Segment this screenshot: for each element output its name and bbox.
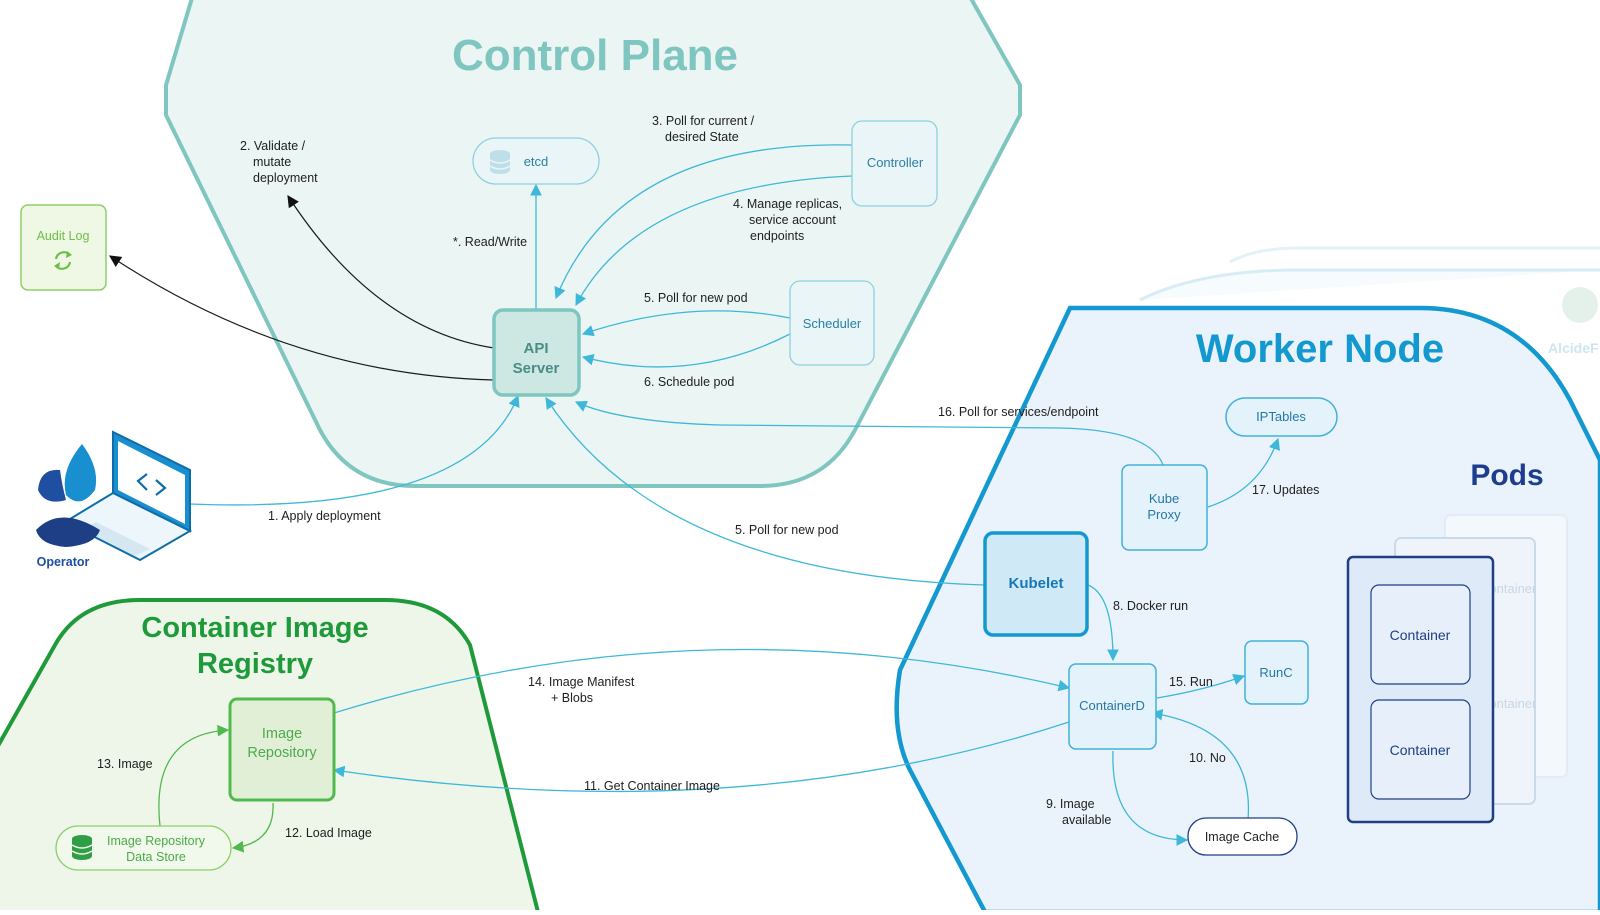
controller-node[interactable]: Controller bbox=[851, 120, 938, 207]
label-validate-3: deployment bbox=[253, 171, 318, 185]
runc-node[interactable]: RunC bbox=[1244, 640, 1309, 705]
audit-log-node[interactable]: Audit Log bbox=[20, 204, 107, 291]
label-image-available-2: available bbox=[1062, 813, 1111, 827]
arrow-audit-log bbox=[108, 255, 495, 381]
label-image: 13. Image bbox=[97, 757, 153, 771]
containerd-label: ContainerD bbox=[1079, 698, 1145, 713]
label-validate-1: 2. Validate / bbox=[240, 139, 306, 153]
label-poll-services: 16. Poll for services/endpoint bbox=[938, 405, 1099, 419]
watermark: AlcideF bbox=[1548, 340, 1599, 356]
label-manifest-2: + Blobs bbox=[551, 691, 593, 705]
arrow-docker-run bbox=[1087, 584, 1119, 662]
container-1[interactable]: Container bbox=[1370, 584, 1471, 685]
arrow-manage-replicas bbox=[575, 175, 853, 307]
arrow-get-container-image bbox=[332, 721, 1070, 793]
registry-title-line1: Container Image bbox=[141, 612, 368, 644]
label-image-available-1: 9. Image bbox=[1046, 797, 1095, 811]
label-apply-deployment: 1. Apply deployment bbox=[268, 509, 381, 523]
audit-log-label: Audit Log bbox=[37, 229, 90, 243]
arrow-image bbox=[158, 724, 230, 827]
label-kubelet-poll: 5. Poll for new pod bbox=[735, 523, 839, 537]
container-1-label: Container bbox=[1390, 627, 1451, 643]
pod-node[interactable]: Container Container bbox=[1346, 555, 1495, 824]
kubelet-node[interactable]: Kubelet bbox=[983, 531, 1089, 637]
runc-label: RunC bbox=[1259, 665, 1292, 680]
label-read-write: *. Read/Write bbox=[453, 235, 527, 249]
label-docker-run: 8. Docker run bbox=[1113, 599, 1188, 613]
arrow-load-image bbox=[231, 802, 274, 853]
image-repository-store-node[interactable]: Image Repository Data Store bbox=[55, 825, 232, 871]
arrow-validate bbox=[287, 194, 495, 349]
code-icon bbox=[136, 473, 167, 496]
kube-proxy-node[interactable]: Kube Proxy bbox=[1121, 464, 1208, 551]
label-poll-state-1: 3. Poll for current / bbox=[652, 114, 755, 128]
image-repository-node[interactable]: Image Repository bbox=[228, 697, 336, 802]
arrow-poll-state bbox=[554, 144, 853, 300]
container-2[interactable]: Container bbox=[1370, 699, 1471, 800]
label-no: 10. No bbox=[1189, 751, 1226, 765]
refresh-icon bbox=[54, 251, 72, 270]
operator-avatar-icon bbox=[36, 444, 100, 547]
label-manifest-1: 14. Image Manifest bbox=[528, 675, 635, 689]
worker-node-ghost-2 bbox=[1229, 246, 1600, 264]
arrow-image-available bbox=[1112, 750, 1189, 846]
arrow-image-manifest bbox=[333, 648, 1071, 714]
worker-node-title: Worker Node bbox=[1196, 327, 1444, 371]
label-manage-1: 4. Manage replicas, bbox=[733, 197, 842, 211]
arrow-run bbox=[1156, 674, 1246, 699]
ghost-container-label-2: Container bbox=[1480, 696, 1537, 711]
operator-label: Operator bbox=[37, 555, 90, 569]
label-manage-2: service account bbox=[749, 213, 836, 227]
kube-proxy-label-line1: Kube bbox=[1149, 491, 1179, 506]
arrow-kubelet-poll bbox=[545, 397, 985, 586]
label-scheduler-poll: 5. Poll for new pod bbox=[644, 291, 748, 305]
scheduler-label: Scheduler bbox=[803, 316, 862, 331]
registry-title-line2: Registry bbox=[197, 648, 313, 680]
ghost-container-label-1: Container bbox=[1480, 581, 1537, 596]
label-poll-state-2: desired State bbox=[665, 130, 739, 144]
label-manage-3: endpoints bbox=[750, 229, 804, 243]
label-schedule-pod: 6. Schedule pod bbox=[644, 375, 734, 389]
operator-figure[interactable]: Operator bbox=[36, 430, 193, 569]
worker-node-ghost-1 bbox=[1139, 268, 1600, 302]
image-repository-label-line2: Repository bbox=[247, 745, 317, 761]
pods-stack: Container Container Container Container bbox=[1346, 514, 1568, 824]
image-cache-label: Image Cache bbox=[1205, 830, 1279, 844]
label-updates: 17. Updates bbox=[1252, 483, 1319, 497]
arrow-kube-proxy-poll bbox=[574, 401, 1164, 466]
api-server-label-line2: Server bbox=[513, 360, 560, 377]
watermark-logo bbox=[1562, 287, 1598, 323]
arrow-apply-deployment bbox=[189, 394, 520, 506]
api-server-node[interactable]: API Server bbox=[492, 308, 581, 397]
image-store-label-line1: Image Repository bbox=[107, 834, 206, 848]
arrow-schedule-pod bbox=[581, 333, 791, 368]
container-2-label: Container bbox=[1390, 742, 1451, 758]
control-plane-title: Control Plane bbox=[452, 31, 738, 80]
etcd-label: etcd bbox=[524, 154, 549, 169]
iptables-node[interactable]: IPTables bbox=[1225, 397, 1338, 437]
iptables-label: IPTables bbox=[1256, 409, 1306, 424]
scheduler-node[interactable]: Scheduler bbox=[789, 280, 875, 366]
arrow-no bbox=[1150, 708, 1250, 821]
label-run: 15. Run bbox=[1169, 675, 1213, 689]
kube-proxy-label-line2: Proxy bbox=[1147, 507, 1181, 522]
image-repository-label-line1: Image bbox=[262, 726, 302, 742]
image-store-label-line2: Data Store bbox=[126, 850, 186, 864]
label-load-image: 12. Load Image bbox=[285, 826, 372, 840]
label-validate-2: mutate bbox=[253, 155, 291, 169]
arrow-updates bbox=[1207, 437, 1281, 508]
database-icon bbox=[71, 835, 93, 860]
etcd-node[interactable]: etcd bbox=[472, 137, 600, 185]
kubelet-label: Kubelet bbox=[1008, 575, 1063, 592]
label-get-container-image: 11. Get Container Image bbox=[584, 779, 720, 793]
pods-title: Pods bbox=[1470, 459, 1543, 492]
containerd-node[interactable]: ContainerD bbox=[1068, 663, 1157, 750]
arrow-scheduler-poll bbox=[581, 310, 791, 337]
controller-label: Controller bbox=[867, 155, 924, 170]
image-cache-node[interactable]: Image Cache bbox=[1187, 817, 1298, 856]
api-server-label-line1: API bbox=[523, 340, 548, 357]
database-icon bbox=[489, 150, 511, 174]
